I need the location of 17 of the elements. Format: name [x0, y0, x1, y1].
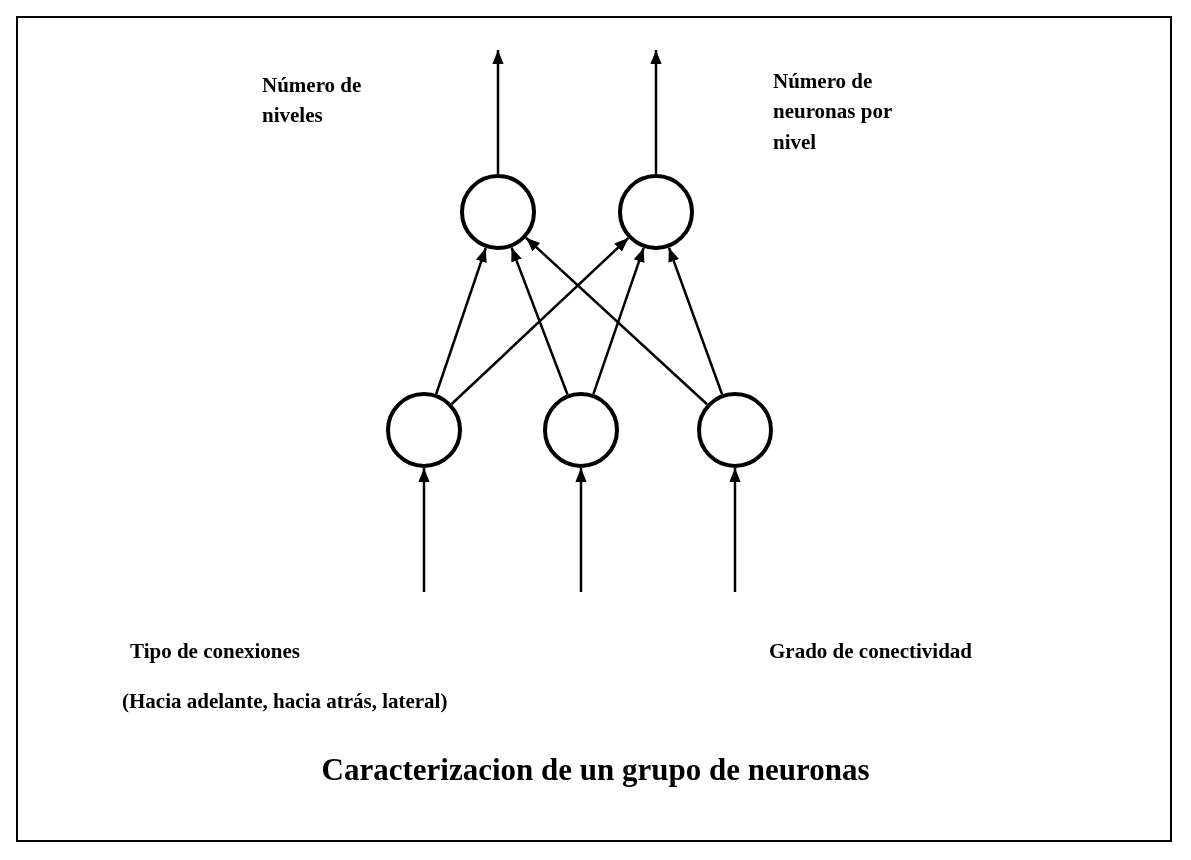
- caption: Caracterizacion de un grupo de neuronas: [320, 752, 871, 788]
- arrow: [450, 237, 630, 405]
- text-label: Tipo de conexiones: [130, 638, 301, 665]
- text-label: (Hacia adelante, hacia atrás, lateral): [122, 688, 449, 715]
- arrow: [418, 468, 430, 592]
- arrow: [592, 247, 645, 395]
- arrow: [525, 236, 708, 406]
- arrow: [667, 247, 724, 395]
- text-label: Número de niveles: [262, 72, 363, 130]
- arrow: [650, 50, 662, 174]
- arrow: [435, 247, 487, 395]
- arrow: [729, 468, 741, 592]
- text-label: Grado de conectividad: [769, 638, 973, 665]
- arrow: [575, 468, 587, 592]
- arrow: [492, 50, 504, 174]
- text-label: Número de neuronas por nivel: [773, 68, 893, 156]
- arrow: [510, 247, 569, 395]
